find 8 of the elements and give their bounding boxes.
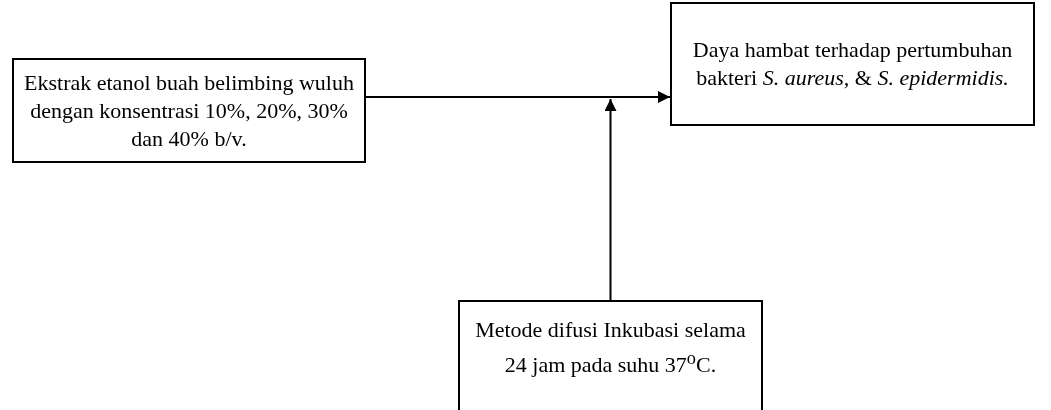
box-text: Ekstrak etanol buah belimbing wuluh dengan konsentrasi 10%, 20%, 30% dan 40% b/v. bbox=[24, 68, 354, 153]
process-box bbox=[458, 300, 763, 410]
process-box bbox=[12, 58, 366, 163]
arrow bbox=[365, 91, 671, 103]
box-text: Daya hambat terhadap pertumbuhan bakteri S. aureus, & S. epidermidis. bbox=[691, 36, 1014, 92]
arrow bbox=[604, 98, 617, 301]
box-text: Metode difusi Inkubasi selama 24 jam pada suhu 37$^{o}$C. bbox=[474, 316, 747, 380]
process-box bbox=[670, 2, 1035, 126]
